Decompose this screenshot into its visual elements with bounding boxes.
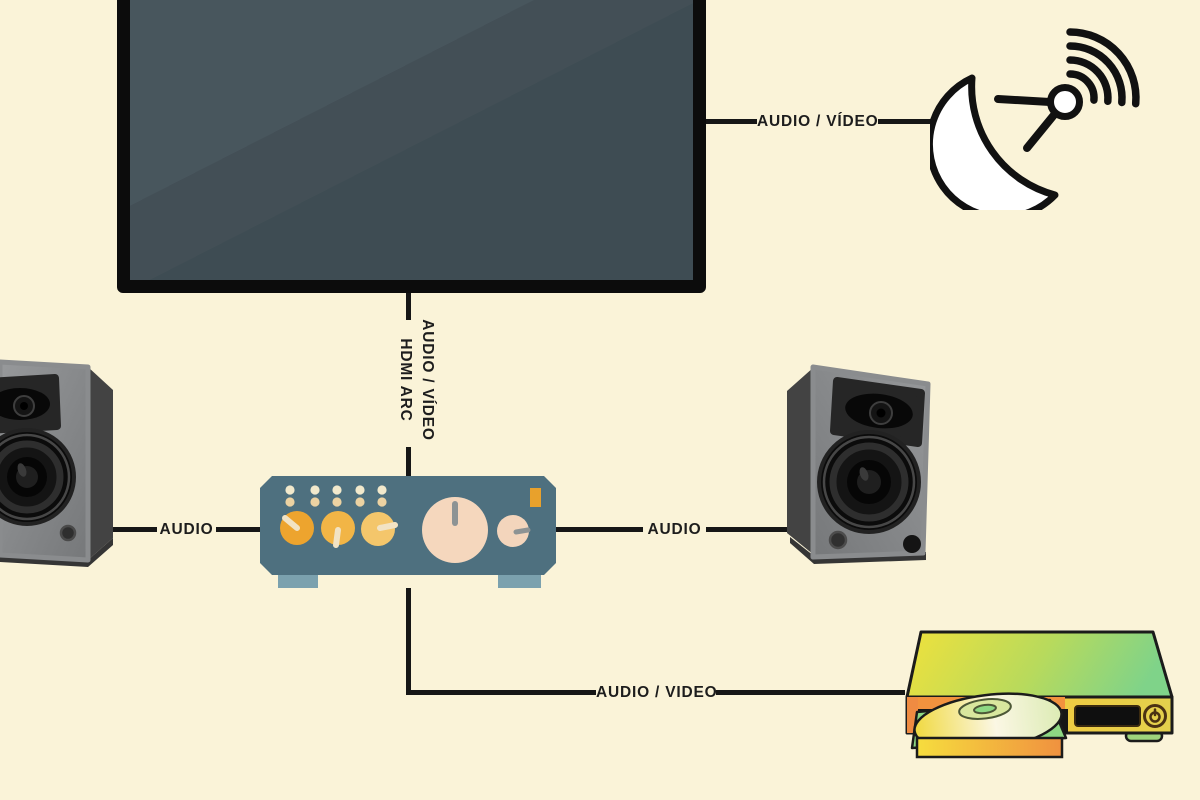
- wire-tv-satellite-right: [878, 119, 937, 124]
- satellite-dish-icon: [930, 28, 1140, 210]
- amplifier-icon: [260, 476, 556, 588]
- amplifier-accent-light: [530, 488, 541, 507]
- wire-amp-dvd-left: [406, 690, 596, 695]
- dvd-open-tray: [910, 692, 1068, 759]
- dvd-top-panel: [905, 630, 1174, 699]
- wire-amp-dvd-right: [716, 690, 905, 695]
- left-speaker-tweeter: [0, 374, 61, 434]
- amplifier-small-knobs: [280, 511, 398, 548]
- left-speaker-port: [59, 524, 77, 542]
- amplifier-volume-knob: [422, 497, 488, 563]
- wire-tv-amp-bottom: [406, 447, 411, 476]
- wire-amp-dvd-vertical: [406, 588, 411, 695]
- wire-tv-amp-top: [406, 293, 411, 320]
- left-speaker-icon: [0, 359, 113, 567]
- satellite-dish-feedhorn: [1047, 84, 1083, 120]
- label-amplifier-dvd: AUDIO / VIDEO: [596, 684, 718, 701]
- right-speaker-port: [828, 530, 848, 550]
- amplifier-tone-knob: [497, 515, 531, 547]
- label-tv-amplifier: AUDIO / VÍDEO HDMI ARC: [394, 310, 438, 450]
- right-speaker-woofer: [817, 430, 921, 534]
- left-speaker-woofer: [0, 428, 76, 526]
- wire-leftspk-amp-right: [216, 527, 261, 532]
- label-left-speaker: AUDIO: [159, 521, 214, 538]
- right-speaker-side: [787, 367, 814, 555]
- label-tv-amplifier-line1: AUDIO / VÍDEO: [419, 319, 436, 441]
- label-right-speaker: AUDIO: [647, 521, 702, 538]
- dvd-front-left-edge: [907, 697, 918, 733]
- right-speaker-foot: [903, 535, 921, 553]
- satellite-dish-arm: [994, 95, 1062, 152]
- dvd-player-icon: [905, 630, 1174, 759]
- wire-amp-rightspk-left: [556, 527, 643, 532]
- satellite-dish-bowl: [930, 74, 1059, 210]
- right-speaker-icon: [787, 364, 931, 564]
- wire-amp-rightspk-right: [706, 527, 788, 532]
- dvd-display: [1074, 705, 1141, 727]
- amplifier-foot-left: [278, 575, 318, 588]
- wire-tv-satellite-left: [706, 119, 757, 124]
- left-speaker-base: [0, 538, 113, 567]
- wire-leftspk-amp-left: [112, 527, 157, 532]
- dvd-tray-front: [915, 736, 1064, 759]
- label-tv-satellite: AUDIO / VÍDEO: [757, 113, 879, 130]
- left-speaker-side: [88, 367, 113, 560]
- label-tv-amplifier-line2: HDMI ARC: [397, 338, 414, 422]
- amplifier-foot-right: [498, 575, 541, 588]
- tv: [117, 0, 706, 293]
- satellite-signal-waves: [1066, 28, 1140, 108]
- amplifier-indicator-dots: [285, 485, 387, 507]
- right-speaker-tweeter: [830, 377, 925, 447]
- dvd-power-button: [1143, 704, 1167, 728]
